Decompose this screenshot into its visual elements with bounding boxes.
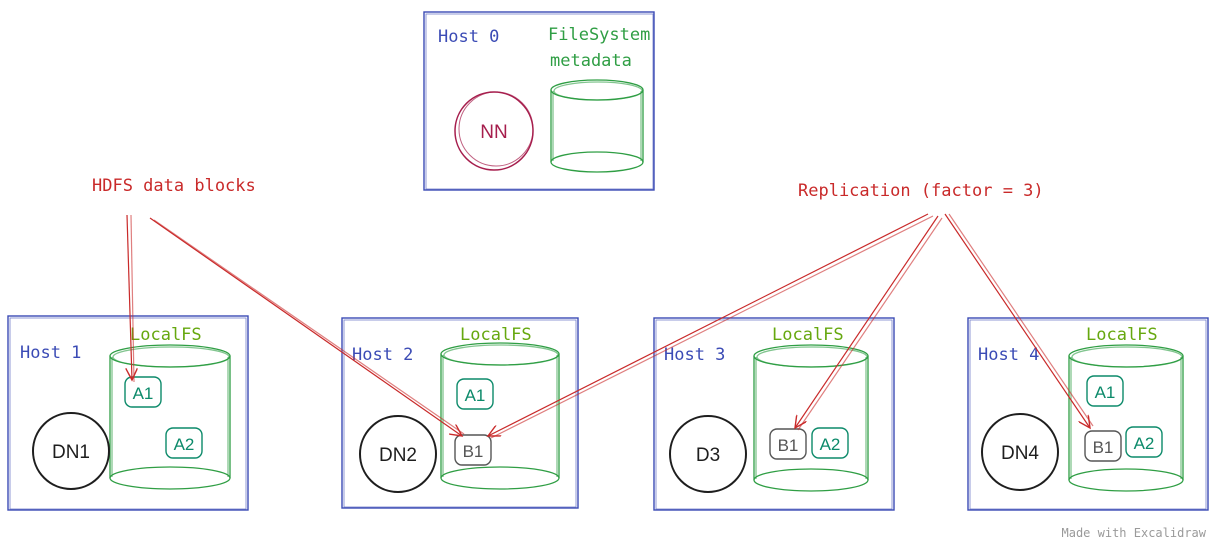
d3-circle (669, 415, 747, 493)
host-4-block-b1-label: B1 (1093, 438, 1114, 457)
host-1-label: Host 1 (20, 343, 81, 363)
host-4-localfs-label: LocalFS (1086, 325, 1158, 345)
arrow-to-host-2-b1 (149, 217, 462, 436)
d3-label: D3 (696, 445, 720, 466)
host-0-label: Host 0 (438, 27, 499, 47)
host-1-block-a2 (165, 427, 203, 459)
host-4-block-a1 (1086, 375, 1124, 407)
host-2-label: Host 2 (352, 345, 413, 365)
arrow-to-host-1-a1 (127, 214, 132, 380)
hdfs-data-blocks-label: HDFS data blocks (92, 176, 256, 196)
arrow-replica-to-host-4 (944, 213, 1090, 428)
host-3-block-b1-label: B1 (778, 436, 799, 455)
host-1-storage (109, 344, 231, 490)
data-block-arrows (127, 214, 465, 436)
replication-label: Replication (factor = 3) (798, 181, 1044, 201)
host-1-box (7, 315, 249, 511)
host-2-block-b1-label: B1 (463, 442, 484, 461)
host-3-block-a2-label: A2 (820, 435, 841, 454)
metadata-storage-icon (550, 79, 644, 173)
host-4-block-a2 (1125, 426, 1163, 458)
host-4-block-b1 (1084, 430, 1122, 462)
host-3-storage (753, 344, 869, 492)
dn2-circle (359, 415, 437, 493)
host-3-localfs-label: LocalFS (772, 325, 844, 345)
host-4-storage (1068, 344, 1184, 492)
host-4-label: Host 4 (978, 345, 1039, 365)
host-4-box (967, 317, 1209, 511)
host-2-block-a1-label: A1 (465, 386, 486, 405)
host-1-block-a1-label: A1 (133, 384, 154, 403)
nn-label: NN (480, 122, 507, 143)
host-4-block-a2-label: A2 (1134, 434, 1155, 453)
host-3-block-b1 (769, 428, 807, 460)
host-1-block-a2-label: A2 (174, 435, 195, 454)
dn2-label: DN2 (379, 445, 417, 466)
host-3-box (653, 317, 895, 511)
host-1-localfs-label: LocalFS (130, 325, 202, 345)
host-0-box (423, 11, 655, 191)
host-2-block-a1 (456, 378, 494, 410)
host-2-box (341, 317, 579, 509)
filesystem-metadata-label-line1: FileSystem (548, 25, 650, 45)
host-2-block-b1 (454, 434, 492, 466)
host-3-label: Host 3 (664, 345, 725, 365)
replication-arrows (488, 213, 1094, 439)
filesystem-metadata-label-line2: metadata (550, 51, 632, 71)
host-3-block-a2 (811, 427, 849, 459)
host-2-storage (440, 342, 560, 490)
arrow-replica-to-host-3 (795, 215, 939, 428)
excalidraw-credit: Made with Excalidraw (1062, 526, 1207, 540)
dn4-label: DN4 (1001, 443, 1039, 464)
host-1-block-a1 (124, 376, 162, 408)
dn4-circle (981, 413, 1059, 491)
dn1-circle (32, 412, 110, 490)
host-2-localfs-label: LocalFS (460, 325, 532, 345)
dn1-label: DN1 (52, 442, 90, 463)
arrow-replica-to-host-2 (488, 213, 929, 436)
nn-circle (454, 91, 534, 171)
host-4-block-a1-label: A1 (1095, 383, 1116, 402)
